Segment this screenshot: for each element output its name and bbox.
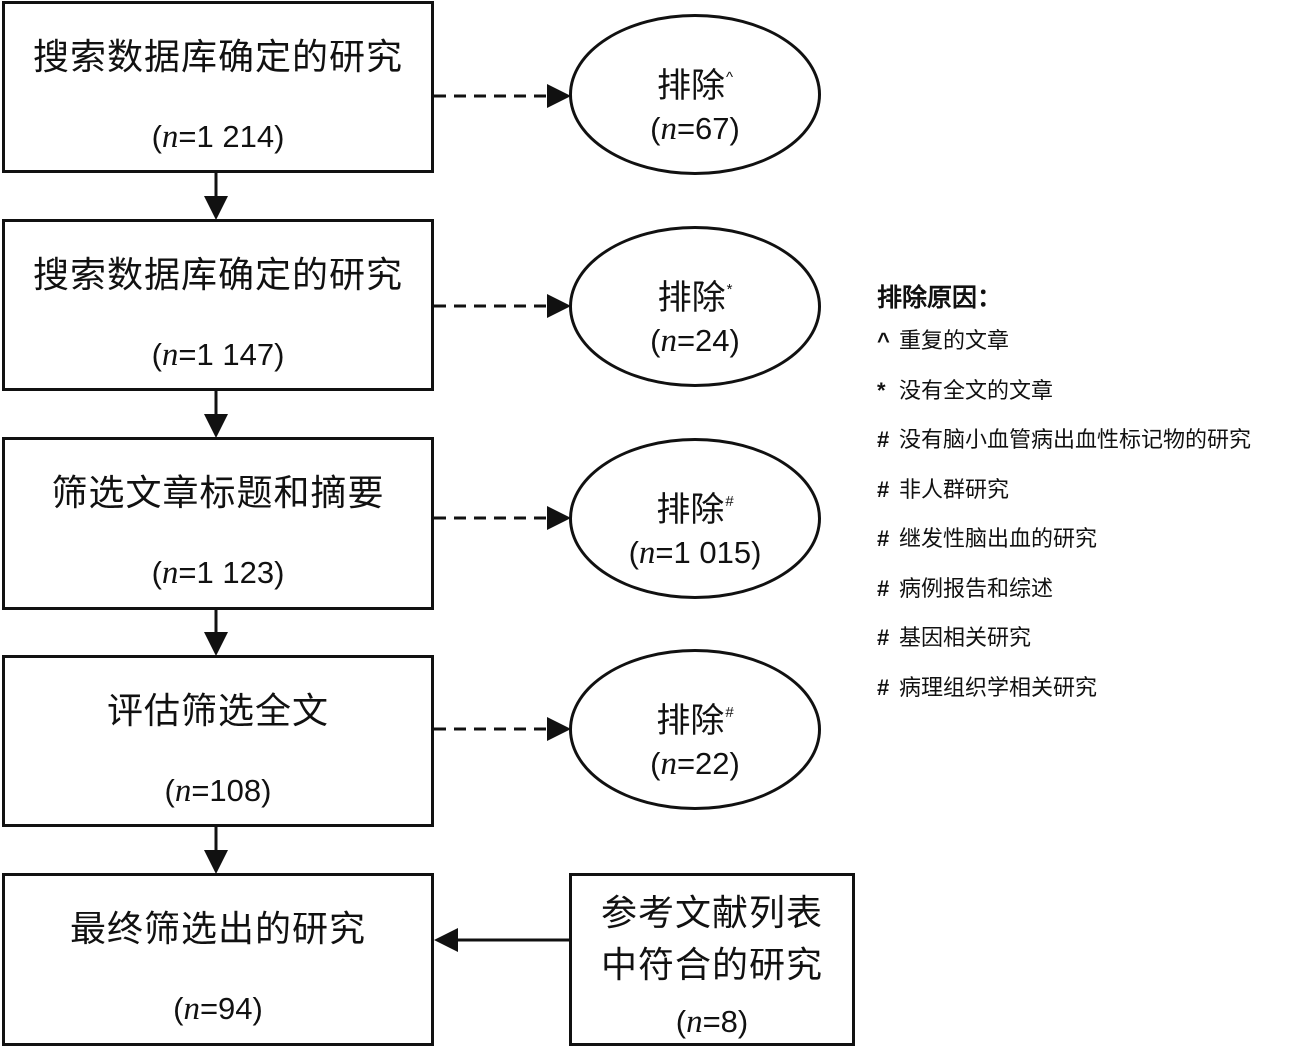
box-count: (n=108) (164, 773, 272, 809)
legend-symbol: ^ (877, 328, 890, 353)
legend-text: 继发性脑出血的研究 (899, 527, 1098, 552)
exclusion-count: (n=1 015) (628, 535, 762, 571)
legend-symbol: * (877, 377, 886, 403)
box-database-search-2: 搜索数据库确定的研究 (n=1 147) (2, 219, 434, 391)
exclusion-label: 排除^ (656, 66, 734, 106)
legend-text: 基因相关研究 (899, 626, 1032, 651)
legend-item: * 没有全文的文章 (877, 376, 1251, 426)
box-title-line2: 中符合的研究 (600, 945, 823, 986)
box-title: 最终筛选出的研究 (69, 909, 366, 950)
legend-symbol: # (877, 526, 890, 551)
exclusion-ellipse-2: 排除* (n=24) (569, 226, 821, 387)
box-full-text-assessment: 评估筛选全文 (n=108) (2, 655, 434, 827)
box-count: (n=1 214) (151, 119, 285, 155)
box-count: (n=8) (675, 1004, 749, 1040)
box-final-included: 最终筛选出的研究 (n=94) (2, 873, 434, 1046)
legend-text: 重复的文章 (899, 329, 1010, 354)
box-count: (n=94) (173, 991, 263, 1027)
box-reference-list: 参考文献列表 中符合的研究 (n=8) (569, 873, 855, 1046)
exclusion-label: 排除# (656, 490, 734, 530)
box-title-line1: 参考文献列表 (600, 893, 823, 934)
legend-symbol: # (877, 476, 890, 502)
legend-text: 病理组织学相关研究 (899, 675, 1098, 701)
legend-item: # 基因相关研究 (877, 623, 1251, 673)
legend-item: # 病例报告和综述 (877, 574, 1251, 624)
exclusion-mark: * (726, 281, 733, 298)
legend-text: 病例报告和综述 (899, 576, 1054, 602)
legend-text: 非人群研究 (899, 477, 1010, 503)
exclusion-label: 排除* (657, 278, 733, 318)
legend-item: # 没有脑小血管病出血性标记物的研究 (877, 425, 1251, 475)
exclusion-mark: # (725, 493, 734, 510)
exclusion-mark: # (725, 704, 734, 721)
exclusion-ellipse-4: 排除# (n=22) (569, 649, 821, 810)
exclusion-label: 排除# (656, 701, 734, 741)
legend-symbol: # (877, 575, 890, 601)
legend-item: # 病理组织学相关研究 (877, 673, 1251, 723)
exclusion-count: (n=22) (650, 746, 740, 782)
legend-symbol: # (877, 427, 890, 452)
legend-item: ^ 重复的文章 (877, 326, 1251, 376)
box-count: (n=1 123) (151, 555, 285, 591)
box-database-search-1: 搜索数据库确定的研究 (n=1 214) (2, 1, 434, 173)
legend-item: # 非人群研究 (877, 475, 1251, 525)
legend-text: 没有全文的文章 (899, 378, 1054, 404)
box-title: 评估筛选全文 (106, 691, 329, 732)
exclusion-mark: ^ (725, 69, 734, 86)
exclusion-reasons-legend: 排除原因： ^重复的文章 *没有全文的文章 #没有脑小血管病出血性标记物的研究 … (877, 282, 1251, 722)
legend-symbol: # (877, 625, 890, 650)
legend-symbol: # (877, 674, 890, 700)
exclusion-ellipse-3: 排除# (n=1 015) (569, 438, 821, 599)
legend-item: # 继发性脑出血的研究 (877, 524, 1251, 574)
legend-title: 排除原因： (877, 283, 1003, 312)
box-title-abstract-screening: 筛选文章标题和摘要 (n=1 123) (2, 437, 434, 610)
exclusion-count: (n=67) (650, 111, 740, 147)
exclusion-count: (n=24) (650, 323, 740, 359)
exclusion-ellipse-1: 排除^ (n=67) (569, 14, 821, 175)
box-title: 筛选文章标题和摘要 (51, 473, 385, 514)
legend-text: 没有脑小血管病出血性标记物的研究 (899, 428, 1252, 453)
box-title: 搜索数据库确定的研究 (32, 37, 403, 78)
box-count: (n=1 147) (151, 337, 285, 373)
box-title: 搜索数据库确定的研究 (32, 255, 403, 296)
